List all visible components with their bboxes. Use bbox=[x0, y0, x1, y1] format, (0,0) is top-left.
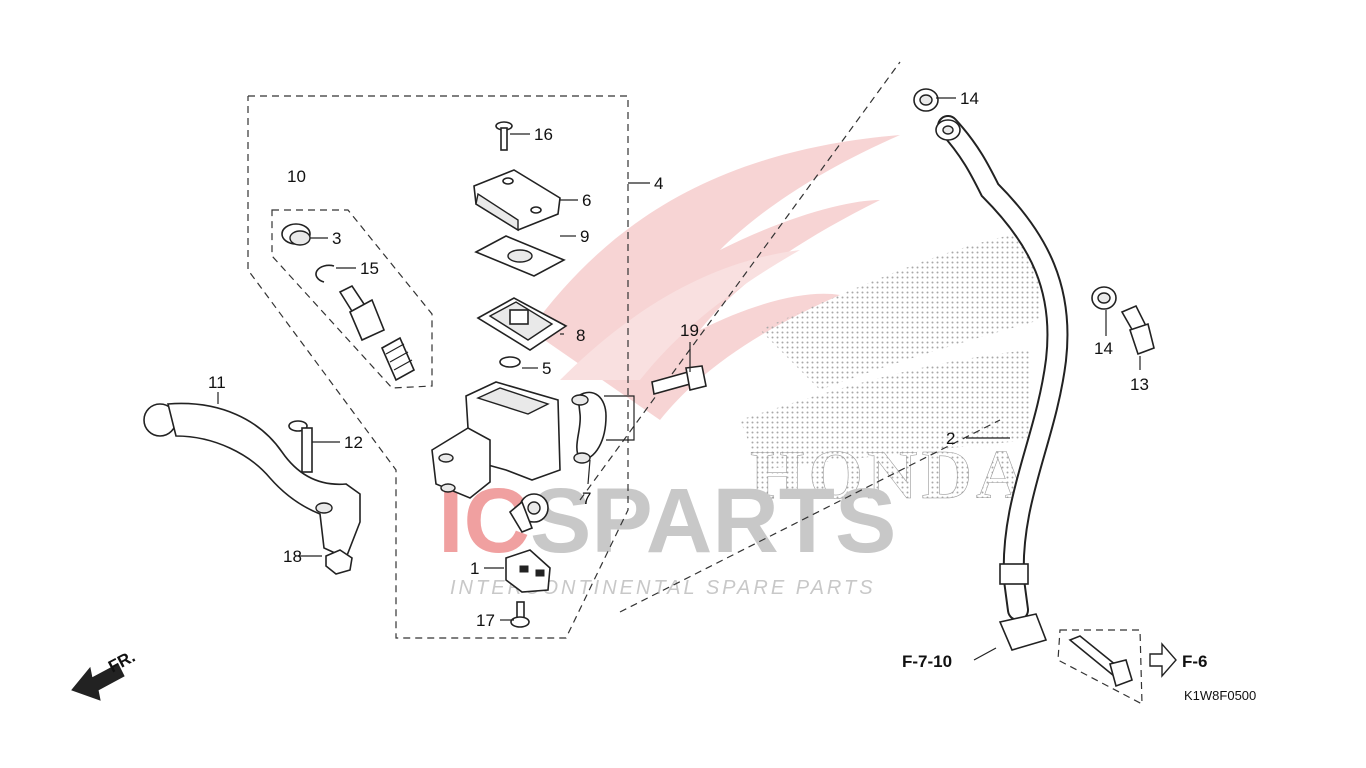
brake-lever-11 bbox=[143, 402, 361, 560]
dotted-wing bbox=[740, 230, 1040, 470]
hose-bolt bbox=[1068, 635, 1133, 688]
reservoir-cap-6 bbox=[473, 169, 561, 232]
leader-lines bbox=[217, 97, 1141, 661]
screw-16 bbox=[495, 121, 513, 151]
label-16: 16 bbox=[534, 125, 553, 144]
label-15: 15 bbox=[360, 259, 379, 278]
watermark-brand: ICSPARTS bbox=[438, 470, 896, 572]
label-6: 6 bbox=[582, 191, 591, 210]
diaphragm-8 bbox=[476, 297, 568, 351]
label-19: 19 bbox=[680, 321, 699, 340]
hose-assembly-outline bbox=[579, 61, 901, 501]
label-9: 9 bbox=[580, 227, 589, 246]
washer-14-right bbox=[1091, 286, 1117, 310]
label-10: 10 bbox=[287, 167, 306, 186]
piston-assembly bbox=[338, 284, 416, 382]
label-7: 7 bbox=[582, 489, 591, 508]
label-17: 17 bbox=[476, 611, 495, 630]
washer-14-top bbox=[913, 88, 939, 112]
assembly-outlines bbox=[247, 61, 1143, 706]
diagram-code: K1W8F0500 bbox=[1184, 688, 1256, 703]
circlip-15 bbox=[315, 264, 335, 283]
diaphragm-plate-9 bbox=[474, 235, 566, 277]
master-cylinder-body bbox=[431, 381, 561, 533]
hose-assembly-outline-2 bbox=[619, 419, 1001, 613]
assembly-10-outline bbox=[271, 209, 433, 389]
label-14-top: 14 bbox=[960, 89, 979, 108]
assembly-4-outline bbox=[247, 95, 629, 639]
holder-7 bbox=[571, 391, 607, 464]
label-1: 1 bbox=[470, 559, 479, 578]
label-4: 4 bbox=[654, 174, 663, 193]
label-5: 5 bbox=[542, 359, 551, 378]
boot-3 bbox=[281, 223, 311, 246]
brake-hose-2 bbox=[935, 115, 1069, 651]
banjo-bolt-13 bbox=[1120, 304, 1155, 356]
label-8: 8 bbox=[576, 326, 585, 345]
ref-right[interactable]: F-6 bbox=[1182, 652, 1208, 671]
clip-5 bbox=[499, 356, 521, 368]
nut-18 bbox=[325, 549, 353, 575]
watermark-maker: HONDA bbox=[750, 437, 1031, 514]
label-12: 12 bbox=[344, 433, 363, 452]
ref-arrow-right bbox=[1149, 642, 1177, 678]
label-14-right: 14 bbox=[1094, 339, 1113, 358]
parts bbox=[71, 88, 1177, 701]
front-direction-arrow bbox=[71, 663, 125, 701]
label-13: 13 bbox=[1130, 375, 1149, 394]
ref-left[interactable]: F-7-10 bbox=[902, 652, 952, 671]
watermark-brand-sparts: SPARTS bbox=[530, 470, 896, 572]
pivot-bolt-12 bbox=[288, 420, 313, 473]
screw-17 bbox=[510, 601, 530, 628]
label-2: 2 bbox=[946, 429, 955, 448]
bolt-19 bbox=[651, 365, 707, 396]
label-11: 11 bbox=[208, 373, 226, 392]
switch-1 bbox=[505, 549, 551, 593]
bolt-box-outline bbox=[1057, 629, 1143, 706]
label-18: 18 bbox=[283, 547, 302, 566]
honda-wing-logo bbox=[530, 135, 900, 420]
label-3: 3 bbox=[332, 229, 341, 248]
watermark-tagline: INTERCONTINENTAL SPARE PARTS bbox=[450, 577, 876, 599]
